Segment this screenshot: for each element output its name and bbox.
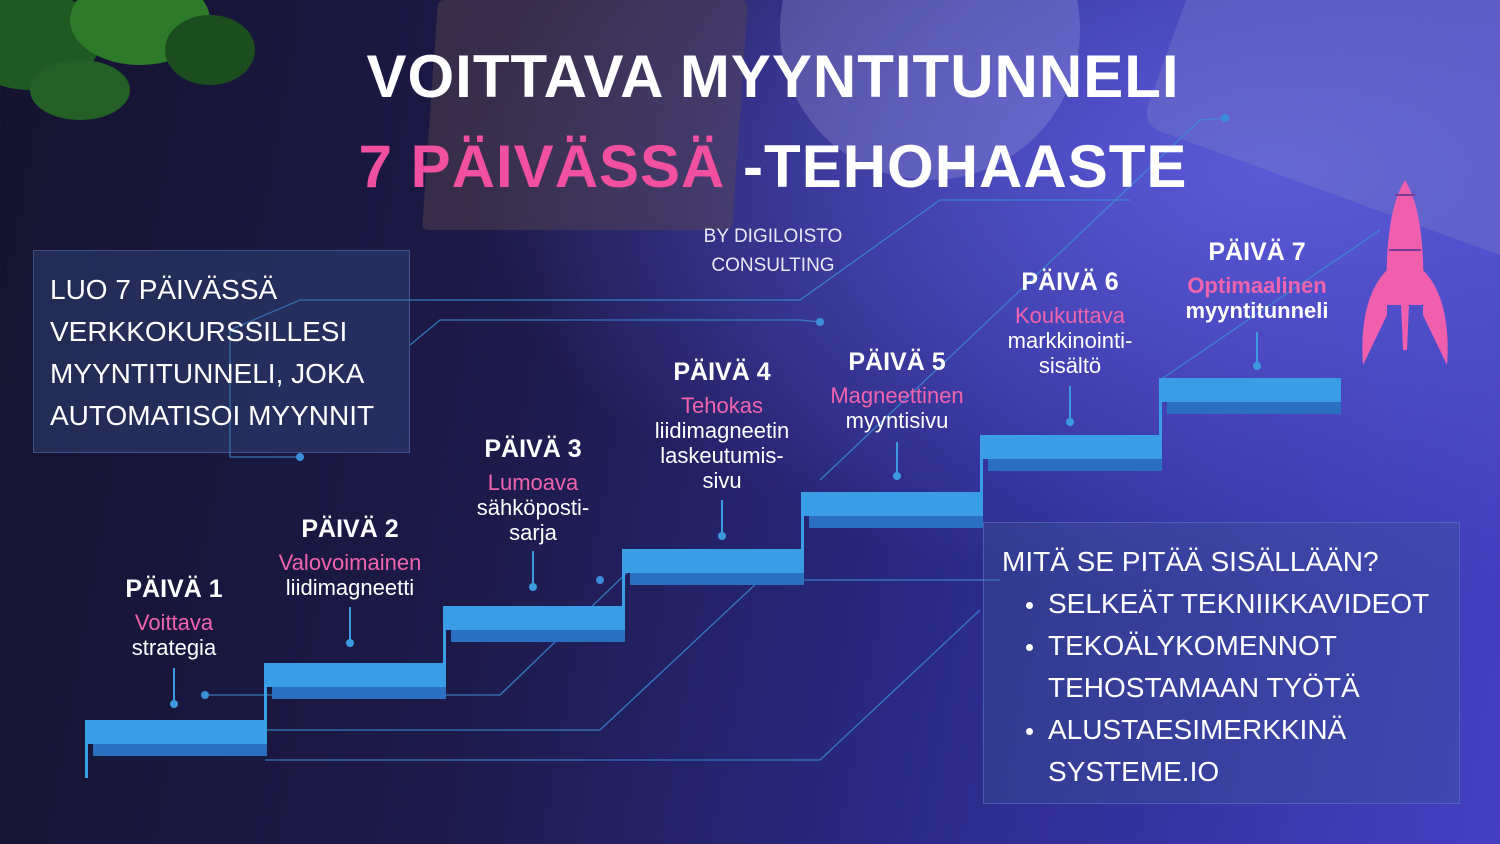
day-description: sähköposti- sarja <box>476 495 590 545</box>
contents-box: MITÄ SE PITÄÄ SISÄLLÄÄN? SELKEÄT TEKNIIK… <box>983 522 1460 804</box>
title-line-1: VOITTAVA MYYNTITUNNELI <box>366 43 1180 110</box>
intro-line: MYYNTITUNNELI, JOKA <box>50 358 365 389</box>
contents-item: SELKEÄT TEKNIIKKAVIDEOT <box>1026 583 1441 625</box>
day-description: strategia <box>131 635 217 660</box>
day-1-pin <box>170 668 178 708</box>
day-description: myyntisivu <box>845 408 949 433</box>
day-6-pin <box>1066 386 1074 426</box>
day-highlight: Lumoava <box>487 470 579 495</box>
step-5 <box>801 492 983 552</box>
day-title: PÄIVÄ 6 <box>1021 268 1119 296</box>
step-7 <box>1159 378 1341 438</box>
day-title: PÄIVÄ 5 <box>848 348 946 376</box>
day-title: PÄIVÄ 2 <box>301 515 399 543</box>
rocket-icon <box>1362 180 1448 365</box>
intro-line: VERKKOKURSSILLESI <box>50 316 348 347</box>
title-highlight: 7 PÄIVÄSSÄ <box>358 133 726 200</box>
day-title: PÄIVÄ 1 <box>125 575 223 603</box>
day-7-pin <box>1253 332 1261 370</box>
byline-1: BY DIGILOISTO <box>703 226 843 247</box>
step-6 <box>980 435 1162 495</box>
day-highlight: Voittava <box>134 610 214 635</box>
day-description: liidimagneetti <box>285 575 415 600</box>
title-line-2: 7 PÄIVÄSSÄ -TEHOHAASTE <box>0 132 1500 201</box>
day-highlight: Koukuttava <box>1014 303 1126 328</box>
day-highlight: Optimaalinen <box>1187 273 1327 298</box>
contents-item: ALUSTAESIMERKKINÄ SYSTEME.IO <box>1026 709 1441 793</box>
day-description: markkinointi- sisältö <box>1007 328 1133 378</box>
intro-box: LUO 7 PÄIVÄSSÄ VERKKOKURSSILLESI MYYNTIT… <box>33 250 410 453</box>
day-description: myyntitunneli <box>1185 298 1329 323</box>
contents-item: TEKOÄLYKOMENNOT TEHOSTAMAAN TYÖTÄ <box>1026 625 1441 709</box>
day-title: PÄIVÄ 3 <box>484 435 582 463</box>
day-4-pin <box>718 500 726 540</box>
day-3-pin <box>529 551 537 591</box>
day-description: liidimagneetin laskeutumis- sivu <box>654 418 790 493</box>
step-2 <box>264 663 446 723</box>
step-4 <box>622 549 804 609</box>
day-5-pin <box>893 442 901 480</box>
step-1 <box>85 720 267 778</box>
day-2-pin <box>346 607 354 647</box>
intro-line: LUO 7 PÄIVÄSSÄ <box>50 274 278 305</box>
day-title: PÄIVÄ 7 <box>1208 238 1306 266</box>
day-highlight: Tehokas <box>681 393 763 418</box>
day-highlight: Magneettinen <box>830 383 964 408</box>
contents-heading: MITÄ SE PITÄÄ SISÄLLÄÄN? <box>1002 546 1379 577</box>
day-title: PÄIVÄ 4 <box>673 358 771 386</box>
step-3 <box>443 606 625 666</box>
day-highlight: Valovoimainen <box>278 550 422 575</box>
byline: BY DIGILOISTO CONSULTING <box>673 222 873 280</box>
byline-2: CONSULTING <box>711 255 835 276</box>
title-suffix: -TEHOHAASTE <box>725 133 1188 200</box>
intro-line: AUTOMATISOI MYYNNIT <box>50 400 375 431</box>
plant-decoration <box>0 0 255 120</box>
